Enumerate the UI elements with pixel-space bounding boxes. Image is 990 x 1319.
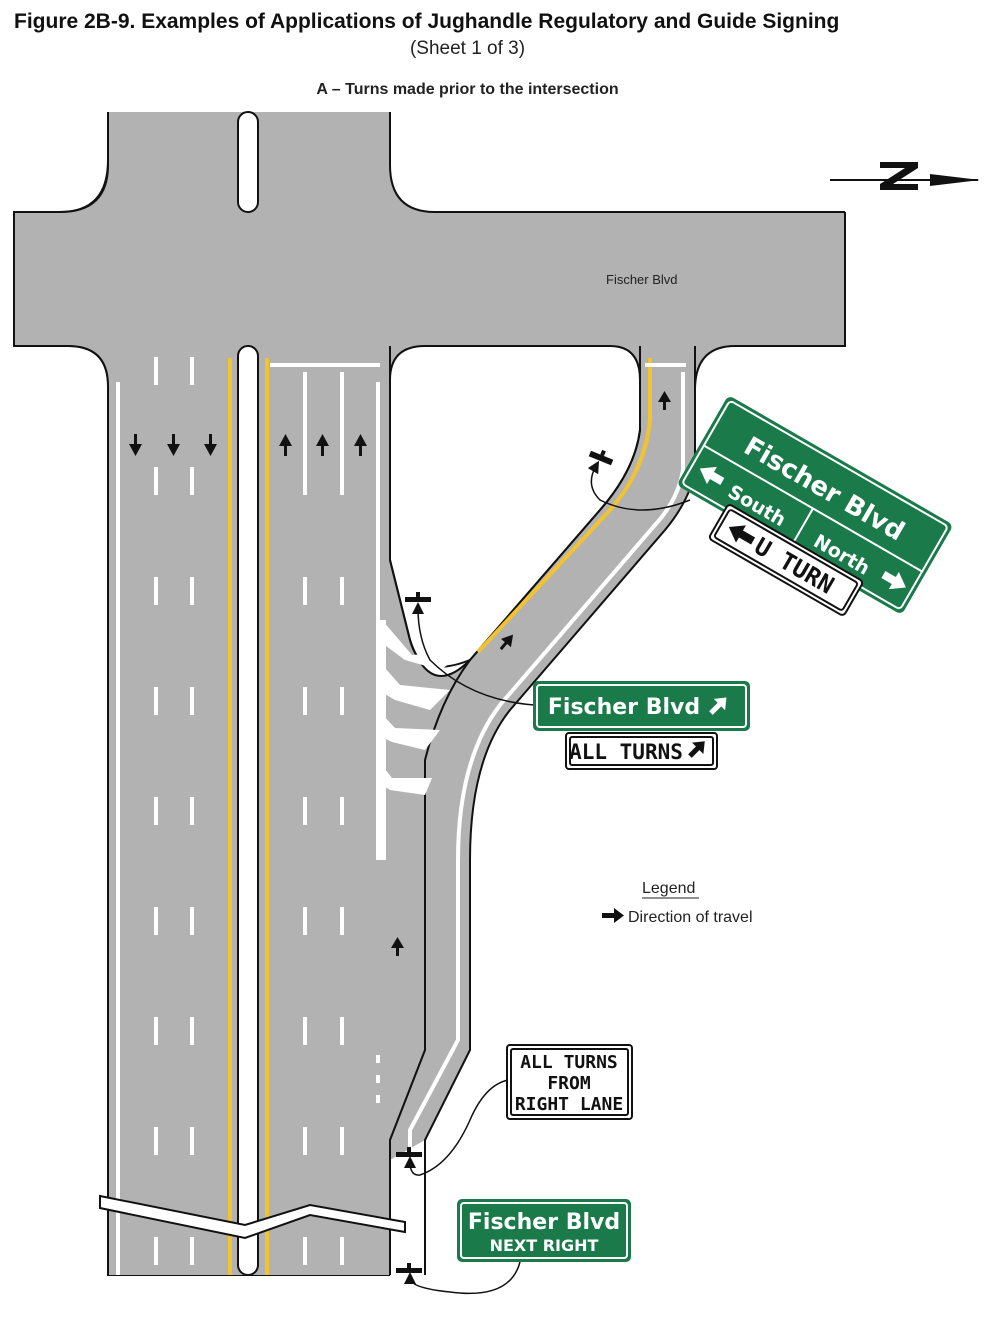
all-turns-plaque-text: ALL TURNS bbox=[569, 740, 683, 764]
figure-subtitle: A – Turns made prior to the intersection bbox=[316, 81, 619, 98]
guide-sign-bottom: Fischer Blvd NEXT RIGHT bbox=[457, 1199, 631, 1262]
leader-lines bbox=[404, 460, 691, 1295]
lane-arrow bbox=[391, 937, 404, 956]
regulatory-sign: ALL TURNS FROM RIGHT LANE bbox=[506, 1044, 633, 1120]
guide-sign-mid: Fischer Blvd bbox=[533, 681, 750, 731]
figure-sheet: (Sheet 1 of 3) bbox=[409, 38, 526, 59]
guide-bottom-line1: Fischer Blvd bbox=[468, 1210, 620, 1235]
travel-arrows bbox=[129, 391, 671, 956]
ramp-arrow-mid bbox=[499, 634, 514, 651]
road-label-fischer-blvd: Fischer Blvd bbox=[606, 272, 678, 287]
legend-title: Legend bbox=[642, 880, 695, 897]
all-turns-plaque: ALL TURNS bbox=[565, 732, 718, 770]
figure-title: Figure 2B-9. Examples of Applications of… bbox=[14, 10, 840, 33]
northbound-arrow bbox=[316, 434, 329, 456]
gore-chevrons bbox=[378, 620, 470, 860]
figure-header: Figure 2B-9. Examples of Applications of… bbox=[0, 0, 990, 110]
southbound-arrow bbox=[129, 434, 142, 456]
reg-sign-line2: FROM bbox=[547, 1073, 591, 1094]
break-line bbox=[99, 1194, 406, 1240]
lane-dashes bbox=[154, 357, 380, 1265]
northbound-arrow bbox=[279, 434, 292, 456]
southbound-arrow bbox=[167, 434, 180, 456]
southbound-arrow bbox=[204, 434, 217, 456]
sign-posts bbox=[396, 449, 614, 1273]
arrow-left-icon bbox=[699, 466, 725, 485]
sign-post-icon bbox=[396, 1263, 422, 1273]
sign-post-icon bbox=[588, 449, 614, 466]
legend: Legend Direction of travel bbox=[602, 880, 753, 926]
sign-post-icon bbox=[396, 1147, 422, 1157]
guide-bottom-line2: NEXT RIGHT bbox=[490, 1236, 599, 1255]
arrow-up-right-icon bbox=[709, 697, 727, 715]
north-arrow: N bbox=[830, 162, 980, 190]
cross-road bbox=[13, 112, 990, 1319]
northbound-arrow bbox=[354, 434, 367, 456]
arrow-right-icon bbox=[881, 571, 906, 590]
arrow-right-icon bbox=[602, 908, 624, 923]
guide-mid-text: Fischer Blvd bbox=[548, 695, 700, 720]
median bbox=[237, 111, 259, 1276]
sign-post-icon bbox=[405, 592, 431, 602]
legend-item: Direction of travel bbox=[628, 909, 753, 926]
reg-sign-line3: RIGHT LANE bbox=[515, 1094, 623, 1115]
arrow-left-icon bbox=[728, 525, 756, 545]
reg-sign-line1: ALL TURNS bbox=[520, 1052, 618, 1073]
ramp-arrow-top bbox=[658, 391, 671, 410]
yellow-lines bbox=[228, 358, 652, 1275]
arrow-up-right-icon bbox=[688, 741, 705, 758]
